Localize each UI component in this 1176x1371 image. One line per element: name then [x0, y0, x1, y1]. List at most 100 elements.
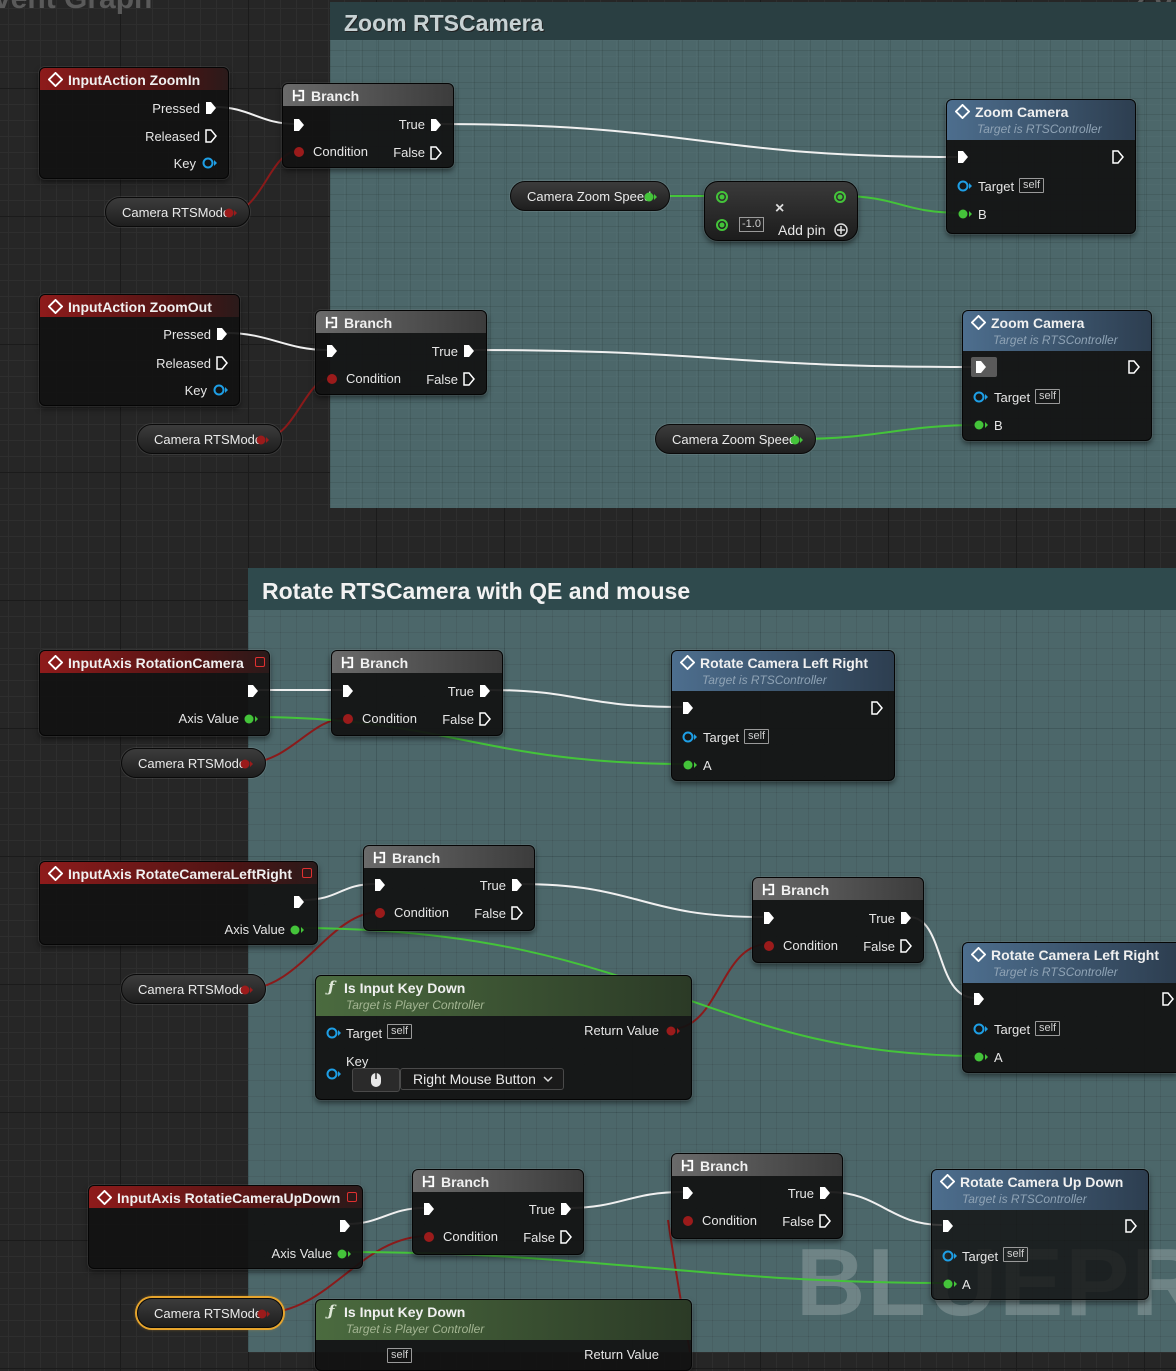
bool-out-pin[interactable] — [665, 1025, 681, 1037]
inputaxis-rotatecameraleftright-node[interactable]: InputAxis RotateCameraLeftRight Axis Val… — [39, 861, 318, 945]
target-self-box[interactable]: self — [1035, 1021, 1061, 1036]
condition-pin[interactable] — [763, 940, 775, 952]
target-self-box[interactable]: self — [387, 1348, 413, 1363]
condition-pin[interactable] — [342, 713, 354, 725]
branch-node[interactable]: Branch True Condition False — [331, 650, 503, 736]
key-struct-pin[interactable] — [202, 157, 218, 169]
camera-zoom-speed-getter[interactable]: Camera Zoom Speed — [655, 424, 816, 454]
target-pin[interactable] — [682, 731, 698, 743]
exec-in-pin[interactable] — [973, 992, 985, 1006]
branch-node[interactable]: Branch True Condition False — [412, 1169, 584, 1255]
branch-node[interactable]: Branch True Condition False — [671, 1153, 843, 1239]
inputaxis-rotatiecameraupdown-node[interactable]: InputAxis RotatieCameraUpDown Axis Value — [88, 1185, 363, 1269]
branch-node[interactable]: Branch True Condition False — [752, 877, 924, 963]
exec-out-pin-false[interactable] — [819, 1214, 831, 1228]
bool-pin[interactable] — [224, 208, 238, 218]
exec-out-pin-true[interactable] — [900, 911, 912, 925]
float-pin[interactable] — [790, 435, 804, 445]
target-pin[interactable] — [973, 391, 989, 403]
float-out-pin[interactable] — [289, 924, 305, 936]
exec-in-pin[interactable] — [975, 360, 987, 374]
target-pin[interactable] — [957, 180, 973, 192]
rotate-camera-up-down-node[interactable]: Rotate Camera Up Down Target is RTSContr… — [931, 1169, 1149, 1300]
exec-out-pin[interactable] — [293, 895, 305, 909]
target-pin[interactable] — [973, 1023, 989, 1035]
exec-in-pin[interactable] — [682, 701, 694, 715]
condition-pin[interactable] — [326, 373, 338, 385]
exec-out-pin-released[interactable] — [216, 356, 228, 370]
is-input-key-down-node[interactable]: ƒ Is Input Key Down Target is Player Con… — [315, 1299, 692, 1371]
exec-in-pin-hovered[interactable] — [971, 357, 997, 377]
target-pin[interactable] — [326, 1027, 342, 1039]
bool-pin[interactable] — [240, 985, 254, 995]
condition-pin[interactable] — [423, 1231, 435, 1243]
exec-in-pin[interactable] — [342, 684, 354, 698]
exec-out-pin-true[interactable] — [430, 118, 442, 132]
key-selector-button[interactable] — [352, 1068, 400, 1092]
rotate-camera-left-right-node[interactable]: Rotate Camera Left Right Target is RTSCo… — [671, 650, 895, 781]
exec-out-pin[interactable] — [247, 684, 259, 698]
bool-pin[interactable] — [240, 759, 254, 769]
target-pin[interactable] — [942, 1250, 958, 1262]
exec-out-pin-true[interactable] — [560, 1202, 572, 1216]
multiplier-value-box[interactable]: -1.0 — [739, 217, 764, 232]
exec-out-pin[interactable] — [339, 1219, 351, 1233]
camera-rtsmode-getter[interactable]: Camera RTSMode — [121, 748, 266, 778]
bool-pin[interactable] — [257, 1309, 271, 1319]
exec-out-pin-pressed[interactable] — [205, 101, 217, 115]
float-in-pin-a[interactable] — [715, 190, 729, 204]
float-pin-b[interactable] — [973, 419, 989, 431]
exec-out-pin[interactable] — [1112, 150, 1124, 164]
condition-pin[interactable] — [293, 146, 305, 158]
key-dropdown[interactable]: Right Mouse Button — [400, 1068, 564, 1090]
float-pin-a[interactable] — [682, 759, 698, 771]
key-struct-pin[interactable] — [326, 1068, 342, 1080]
exec-out-pin[interactable] — [871, 701, 883, 715]
exec-out-pin-false[interactable] — [900, 939, 912, 953]
exec-in-pin[interactable] — [293, 118, 305, 132]
exec-in-pin[interactable] — [374, 878, 386, 892]
branch-node[interactable]: Branch True Condition False — [282, 83, 454, 168]
exec-out-pin-false[interactable] — [463, 372, 475, 386]
exec-out-pin-released[interactable] — [205, 129, 217, 143]
exec-out-pin-true[interactable] — [511, 878, 523, 892]
exec-out-pin-pressed[interactable] — [216, 327, 228, 341]
target-self-box[interactable]: self — [1035, 389, 1061, 404]
exec-in-pin[interactable] — [942, 1219, 954, 1233]
target-self-box[interactable]: self — [1003, 1247, 1029, 1262]
condition-pin[interactable] — [374, 907, 386, 919]
float-pin-a[interactable] — [942, 1278, 958, 1290]
float-out-pin[interactable] — [336, 1248, 352, 1260]
branch-node[interactable]: Branch True Condition False — [315, 310, 487, 395]
target-self-box[interactable]: self — [1019, 178, 1045, 193]
float-pin[interactable] — [644, 192, 658, 202]
exec-out-pin-true[interactable] — [479, 684, 491, 698]
exec-out-pin-true[interactable] — [819, 1186, 831, 1200]
float-pin-b[interactable] — [957, 208, 973, 220]
camera-rtsmode-getter-selected[interactable]: Camera RTSMode — [137, 1298, 283, 1328]
exec-in-pin[interactable] — [957, 150, 969, 164]
exec-out-pin-false[interactable] — [560, 1230, 572, 1244]
camera-zoom-speed-getter[interactable]: Camera Zoom Speed — [510, 181, 670, 211]
inputaction-zoomin-node[interactable]: InputAction ZoomIn Pressed Released Key — [39, 67, 229, 179]
target-self-box[interactable]: self — [387, 1024, 413, 1039]
exec-out-pin[interactable] — [1128, 360, 1140, 374]
multiply-float-node[interactable]: -1.0 × Add pin — [704, 181, 858, 241]
zoom-camera-node[interactable]: Zoom Camera Target is RTSController Targ… — [946, 99, 1136, 234]
bool-pin[interactable] — [256, 435, 270, 445]
condition-pin[interactable] — [682, 1215, 694, 1227]
exec-out-pin-false[interactable] — [511, 906, 523, 920]
rotate-camera-left-right-node[interactable]: Rotate Camera Left Right Target is RTSCo… — [962, 942, 1176, 1073]
float-out-pin[interactable] — [243, 713, 259, 725]
is-input-key-down-node[interactable]: ƒ Is Input Key Down Target is Player Con… — [315, 975, 692, 1100]
zoom-camera-node[interactable]: Zoom Camera Target is RTSController Targ… — [962, 310, 1152, 441]
exec-out-pin[interactable] — [1162, 992, 1174, 1006]
add-pin-icon[interactable] — [834, 223, 848, 237]
float-pin-a[interactable] — [973, 1051, 989, 1063]
exec-in-pin[interactable] — [763, 911, 775, 925]
float-out-pin[interactable] — [833, 190, 847, 204]
exec-in-pin[interactable] — [423, 1202, 435, 1216]
inputaction-zoomout-node[interactable]: InputAction ZoomOut Pressed Released Key — [39, 294, 240, 406]
exec-out-pin-true[interactable] — [463, 344, 475, 358]
add-pin-label[interactable]: Add pin — [778, 222, 826, 238]
